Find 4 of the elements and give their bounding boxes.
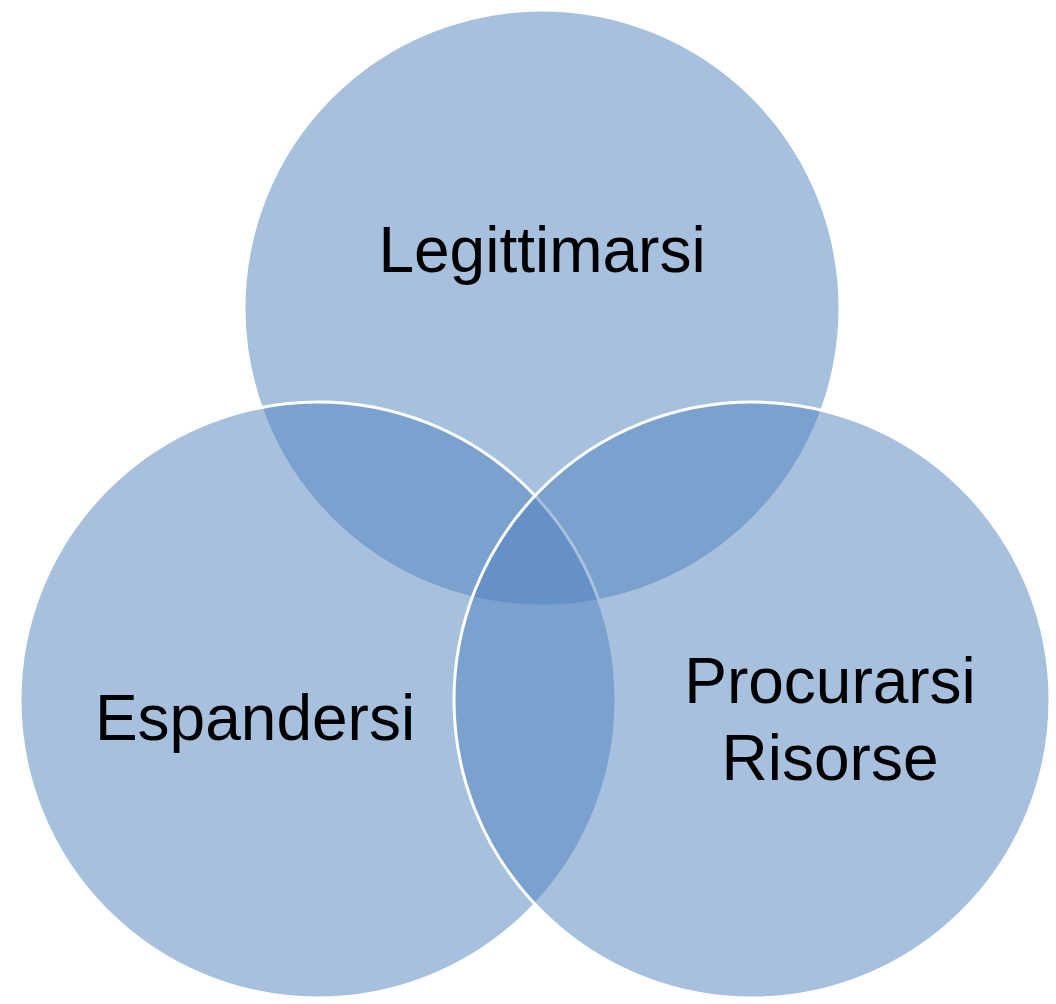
venn-circle (452, 400, 1052, 1000)
circle-label: Espandersi (93, 680, 417, 756)
circle-label: Procurarsi Risorse (683, 644, 977, 796)
circle-label: Legittimarsi (377, 212, 707, 288)
